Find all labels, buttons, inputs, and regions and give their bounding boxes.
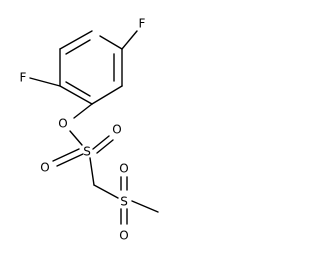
ring-double-inner-bottom: [65, 81, 91, 97]
benzene-ring: [59, 30, 123, 105]
atom-o-ester: O: [58, 117, 67, 131]
atom-o-methylsulfonyl-top: O: [119, 162, 128, 176]
bond-s-o-right-1: [92, 135, 110, 150]
atom-s-methylsulfonyl: S: [120, 195, 128, 209]
ring-bond-c1-c2: [99, 35, 123, 50]
bond-c-f-ortho: [29, 77, 61, 87]
bond-s2-ch3: [131, 200, 159, 213]
atom-f-ortho: F: [20, 71, 27, 85]
molecule-diagram: F F O S O O S O O: [19, 16, 159, 243]
atom-f-para: F: [139, 17, 146, 31]
bond-c-f-para: [121, 30, 138, 50]
structure-svg: F F O S O O S O O: [20, 17, 159, 243]
bond-o-s: [69, 130, 83, 146]
atom-o-sulfonate-left: O: [40, 161, 49, 175]
atom-s-sulfonate: S: [83, 145, 91, 159]
bond-s-o-left-2: [52, 148, 80, 162]
bond-s-o-left-1: [56, 153, 84, 167]
bond-s-ch2: [89, 157, 95, 186]
bond-c-o-ester: [73, 103, 93, 119]
ring-bond-c6-c1: [59, 30, 93, 50]
atom-o-methylsulfonyl-bottom: O: [119, 229, 128, 243]
ring-bond-c3-c4: [91, 85, 123, 105]
ring-bond-c4-c5: [59, 85, 93, 105]
atom-o-sulfonate-right: O: [112, 123, 121, 137]
bond-s-o-right-2: [96, 139, 114, 154]
ring-double-inner-top-left: [65, 39, 91, 55]
bond-ch2-s2: [93, 184, 119, 199]
